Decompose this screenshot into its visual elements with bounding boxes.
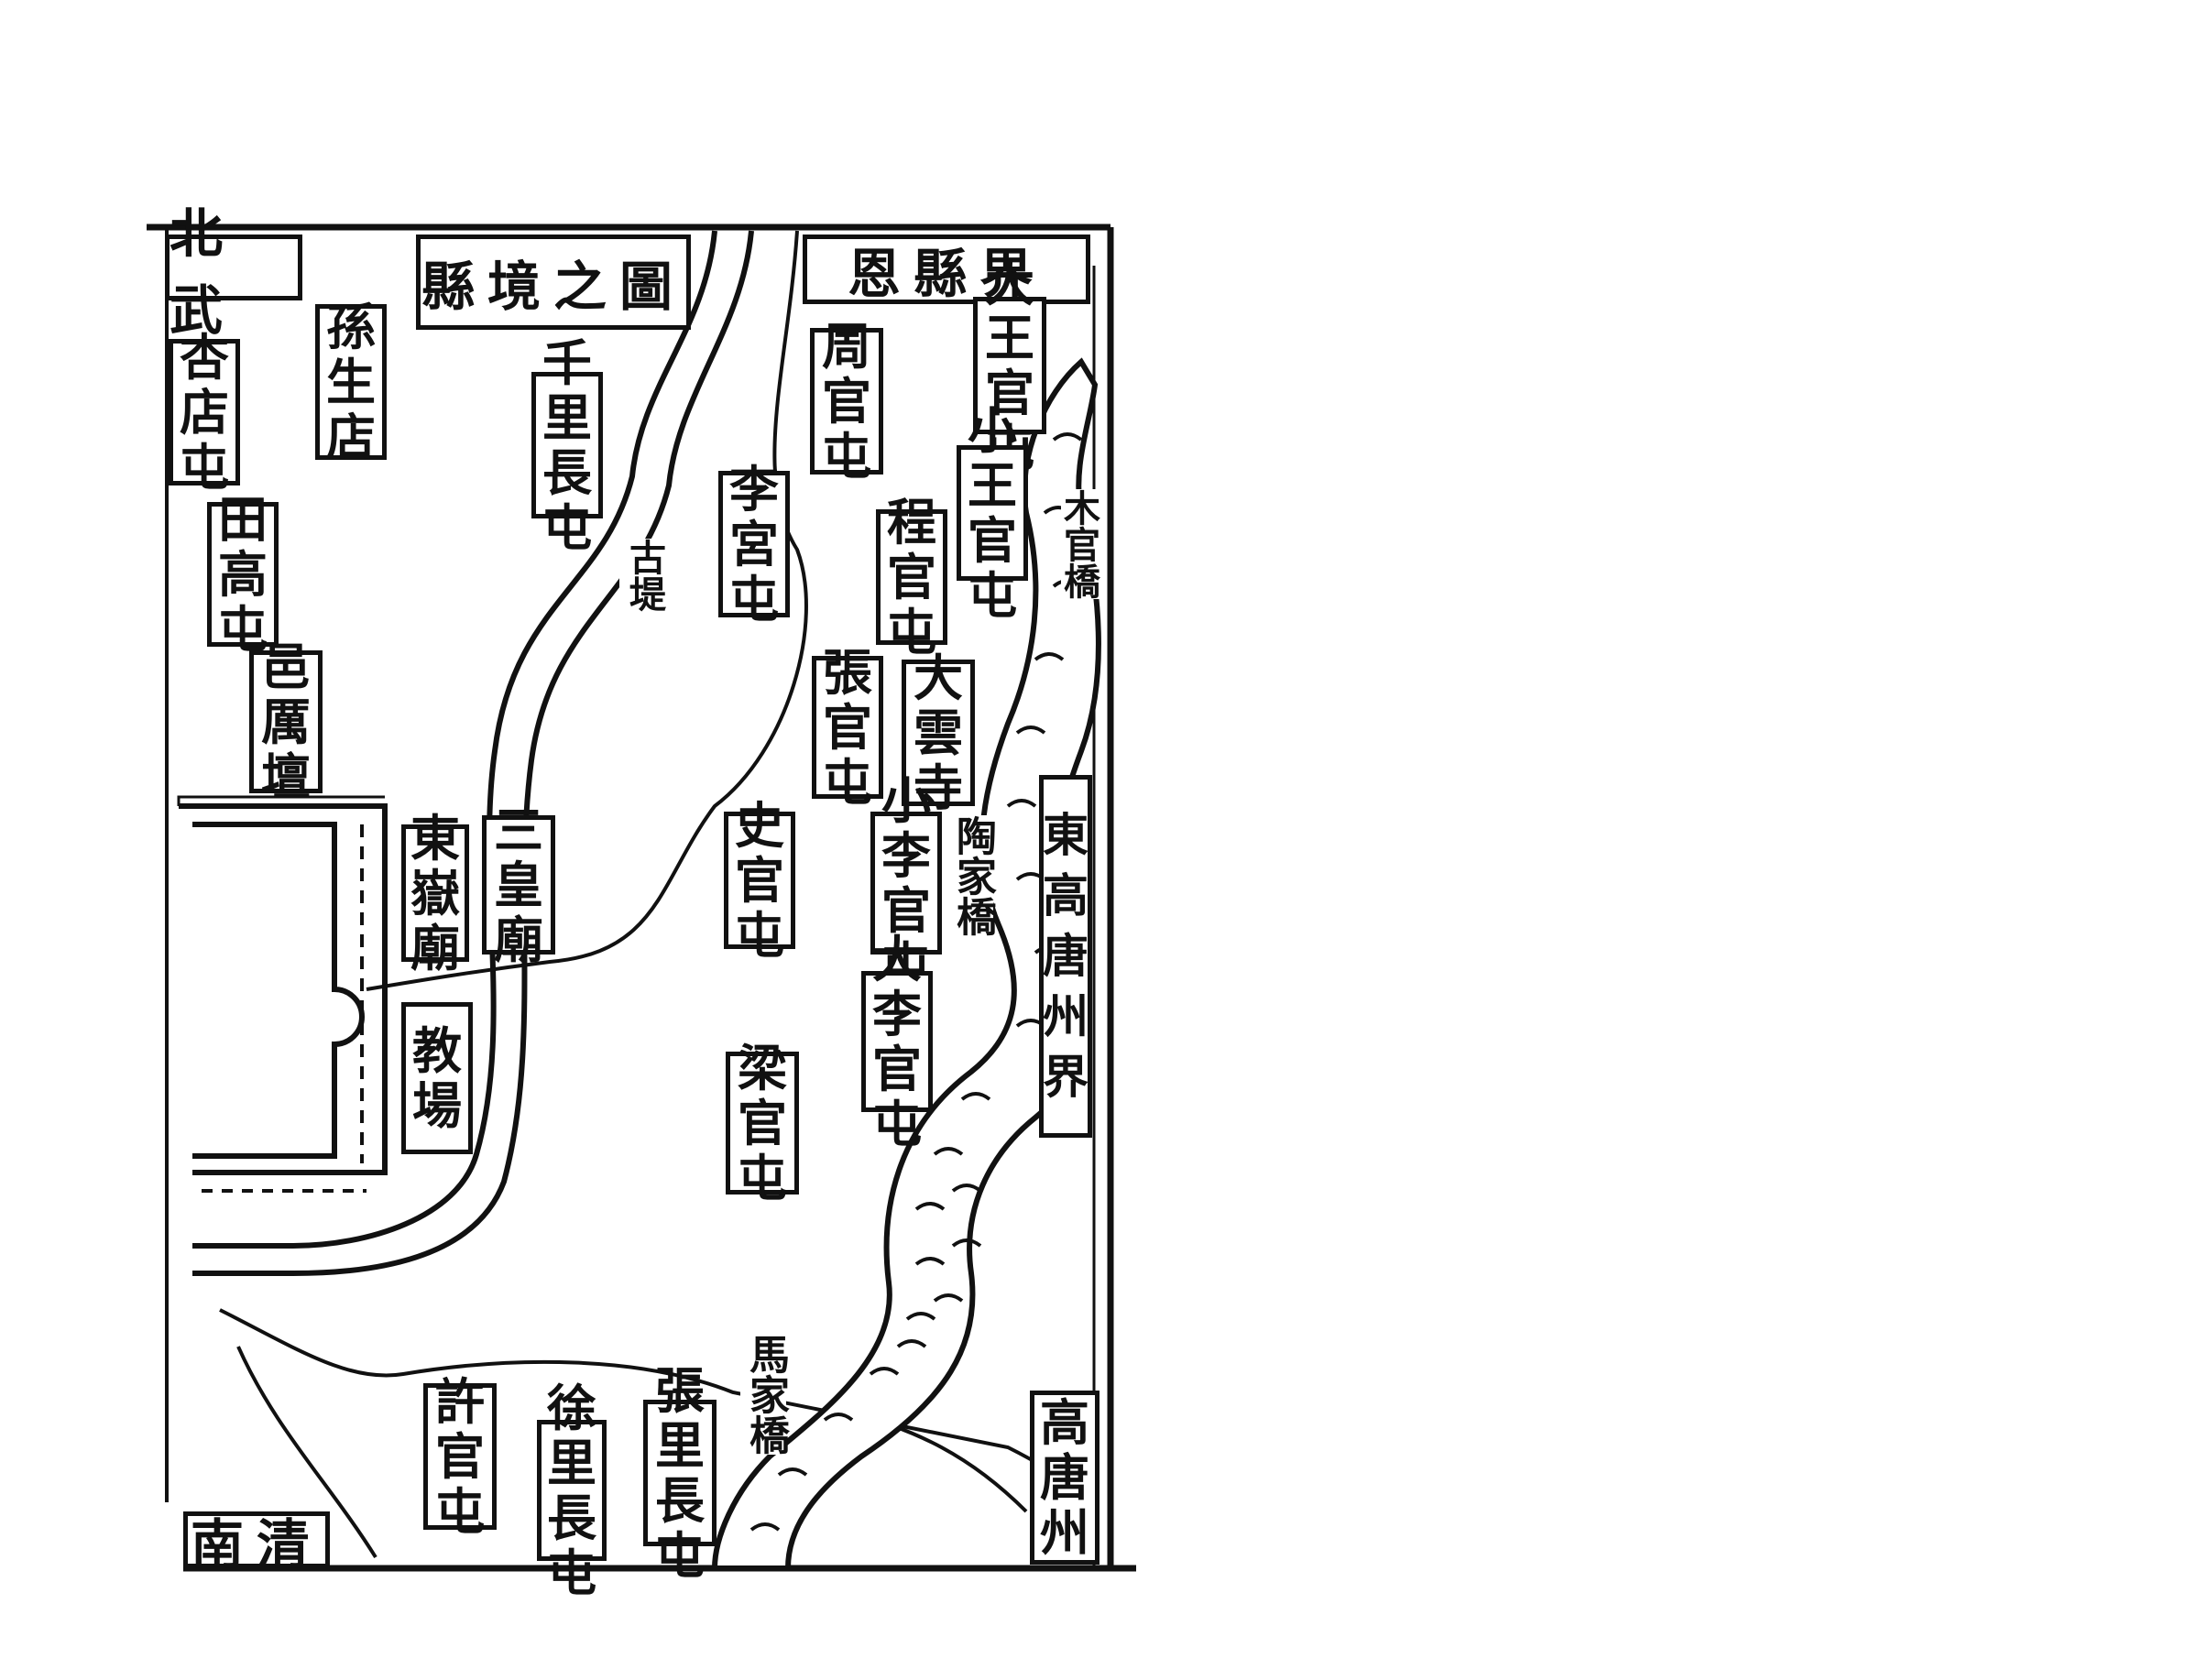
place-yi-li-tan: 邑厲壇 xyxy=(249,639,323,804)
place-dong-gao-tang-zhou-jie: 東高唐州界 xyxy=(1039,775,1092,1138)
bridge-tao-jia-qiao: 陶家橋 xyxy=(947,815,996,936)
place-qian-li-chang-tun: 千里長屯 xyxy=(531,335,603,555)
place-gao-tang-zhou: 高唐州 xyxy=(1030,1391,1100,1565)
place-san-huang-miao: 三皇廟 xyxy=(482,802,555,967)
dike-label: 古堤 xyxy=(619,539,666,612)
place-sun-sheng-dian: 孫生店 xyxy=(315,300,387,464)
place-li-tun: 李宮屯 xyxy=(718,462,790,627)
place-xu-li-chang-tun: 徐里長屯 xyxy=(537,1380,607,1600)
map-title: 縣境之圖 xyxy=(416,235,691,330)
north-left-edge: 北武 xyxy=(165,202,302,342)
place-liang-guan-tun: 梁官屯 xyxy=(726,1041,799,1205)
place-da-li-guan-tun: 大李官屯 xyxy=(861,932,933,1151)
north-right-edge: 恩縣界 xyxy=(803,235,1090,305)
map-frame xyxy=(147,224,1136,1572)
old-dike xyxy=(192,230,754,1276)
bridge-ma-jia-qiao: 馬家橋 xyxy=(740,1334,789,1455)
place-cheng-guan-tun: 程官屯 xyxy=(876,495,947,660)
place-xu-guan-tun: 許官屯 xyxy=(423,1374,497,1539)
place-shi-guan-tun: 史官屯 xyxy=(724,798,795,963)
bridge-mu-guan-qiao: 木官橋 xyxy=(1057,489,1100,599)
place-zhang-li-chang-tun: 張里長屯 xyxy=(643,1363,717,1583)
place-xiang-dian-tun: 杏店屯 xyxy=(169,330,240,495)
place-xiao-li-guan-tun: 小李官屯 xyxy=(870,773,942,993)
place-xiao-wang-guan-tun: 小王官屯 xyxy=(957,403,1028,623)
place-zhang-guan-tun: 張官屯 xyxy=(812,645,883,810)
place-da-yun-si: 大雲寺 xyxy=(902,650,975,815)
place-tian-gao-tun: 田高屯 xyxy=(207,492,279,657)
place-jiao-chang: 教場 xyxy=(401,1002,473,1154)
south-left-edge: 南清 xyxy=(183,1511,330,1576)
place-dong-yue-miao: 東嶽廟 xyxy=(401,811,469,976)
place-zhou-guan-tun: 周官屯 xyxy=(810,319,883,484)
city-wall xyxy=(177,795,388,1193)
